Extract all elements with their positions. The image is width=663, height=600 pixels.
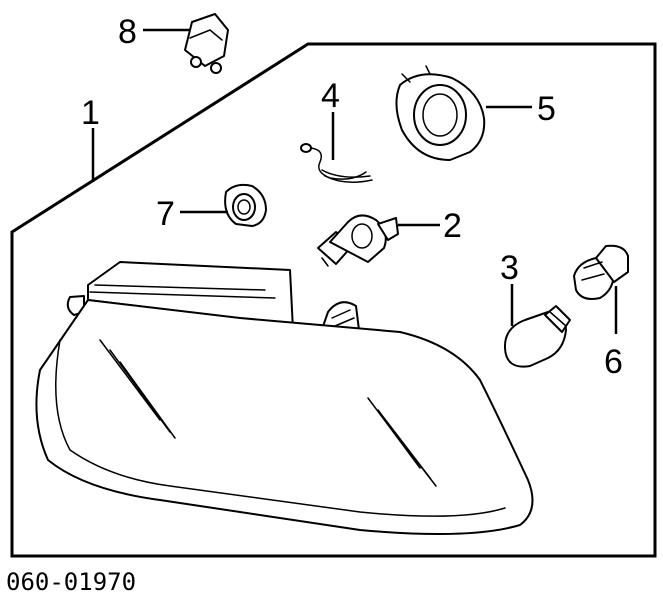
clip-part-8 <box>184 13 229 74</box>
ring-part-7 <box>224 183 267 227</box>
socket-part-6 <box>573 244 629 300</box>
pigtail-part-4 <box>300 143 373 183</box>
leader-lines <box>91 28 618 334</box>
bulb-part-2 <box>317 214 399 267</box>
bulb-part-3 <box>503 305 571 368</box>
diagram-code: 060-01970 <box>6 568 136 596</box>
callout-7: 7 <box>156 195 175 233</box>
assembly-boundary <box>10 42 657 558</box>
callout-5: 5 <box>537 90 556 128</box>
socket-ring-part-5 <box>395 65 486 161</box>
headlamp-assembly <box>35 261 534 535</box>
callout-8: 8 <box>118 13 137 51</box>
callout-2: 2 <box>443 207 462 245</box>
callout-4: 4 <box>321 77 340 115</box>
callout-1: 1 <box>81 94 100 132</box>
callout-3: 3 <box>500 249 519 287</box>
callout-6: 6 <box>604 343 623 381</box>
